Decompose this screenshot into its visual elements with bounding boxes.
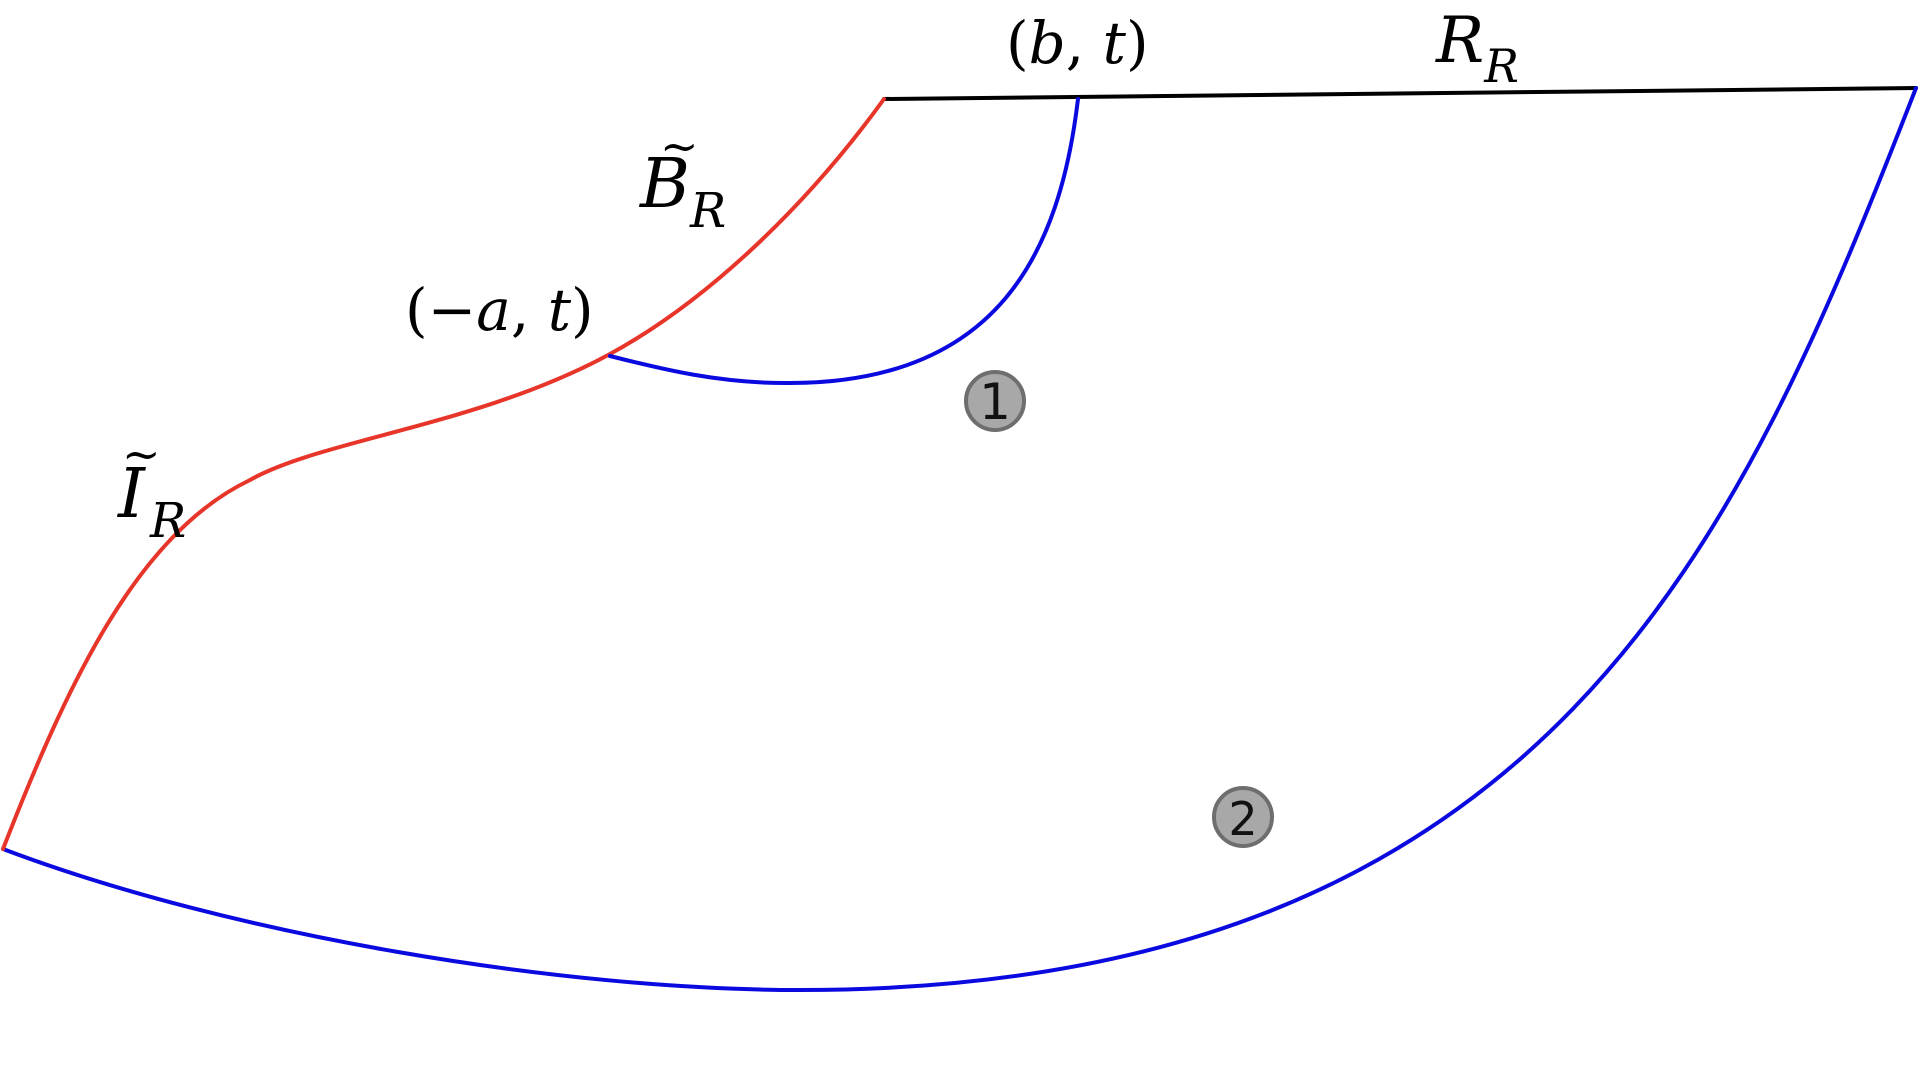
label-rr-sub: R xyxy=(1483,39,1519,93)
label-a-t-open: ( xyxy=(405,276,428,344)
label-point-b-t: (b, t) xyxy=(1006,9,1149,77)
label-a-t-comma: , xyxy=(511,276,548,344)
region-marker-2-label: 2 xyxy=(1228,792,1257,846)
label-i-tilde-mark: ~ xyxy=(122,427,161,481)
region-marker-2-circle xyxy=(1212,786,1274,848)
region-marker-1-label: 1 xyxy=(979,373,1011,431)
label-point-minus-a-t: (−a, t) xyxy=(405,276,594,344)
label-b-tilde-sub: R xyxy=(689,183,726,239)
label-b-tilde-mark: ~ xyxy=(660,119,699,173)
label-a-t-a: a xyxy=(476,276,511,344)
label-b-t-comma: , xyxy=(1066,9,1103,77)
label-rr-main: R xyxy=(1435,4,1484,78)
outer-blue-boundary xyxy=(1,86,1918,993)
region-marker-1: 1 xyxy=(964,370,1026,432)
label-b-t-t: t xyxy=(1103,9,1127,77)
label-rr: RR xyxy=(1435,4,1519,93)
label-b-t-b: b xyxy=(1029,9,1066,77)
label-b-t-close: ) xyxy=(1126,9,1149,77)
region-marker-1-circle xyxy=(964,370,1026,432)
label-b-t-open: ( xyxy=(1006,9,1029,77)
region-marker-2: 2 xyxy=(1212,786,1274,848)
label-a-t-t: t xyxy=(548,276,572,344)
label-a-t-close: ) xyxy=(571,276,594,344)
inner-blue-curve xyxy=(608,97,1080,386)
left-red-boundary xyxy=(1,97,886,851)
label-b-tilde-main: B xyxy=(638,145,690,224)
label-a-t-minus: − xyxy=(428,276,477,344)
label-i-tilde-main: I xyxy=(116,455,146,534)
top-boundary-rr xyxy=(882,86,1918,101)
label-i-tilde-sub: R xyxy=(149,493,186,549)
